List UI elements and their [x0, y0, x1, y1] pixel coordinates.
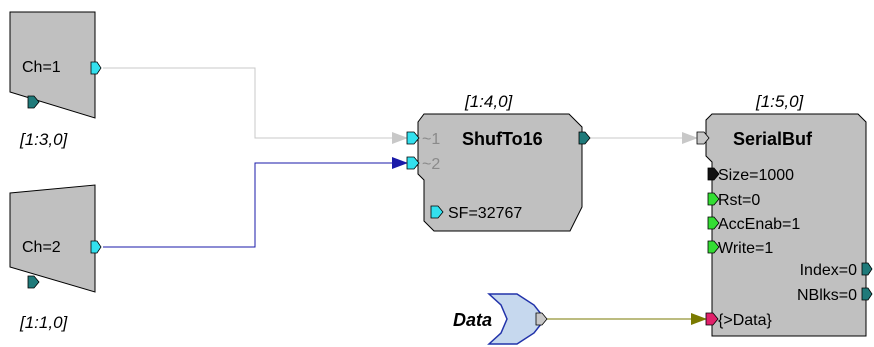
shufto16-input-2-label: ~2 [422, 156, 440, 173]
serialbuf-rst-port[interactable] [707, 192, 720, 206]
shufto16-input-port-1[interactable] [406, 131, 420, 145]
serialbuf-size-param: Size=1000 [718, 167, 794, 184]
serialbuf-body [705, 113, 867, 337]
channel-1-coord: [1:3,0] [19, 130, 69, 149]
data-tag-icon [487, 293, 546, 345]
shufto16-coord: [1:4,0] [464, 92, 514, 111]
serialbuf-main-input-port[interactable] [696, 131, 710, 145]
serialbuf-nblks-output: NBlks=0 [797, 287, 857, 304]
serialbuf-accenab-param: AccEnab=1 [718, 216, 800, 233]
shufto16-input-1-label: ~1 [422, 131, 440, 148]
channel-input-icon [9, 11, 96, 119]
serialbuf-coord: [1:5,0] [755, 92, 805, 111]
channel-1-label: Ch=1 [22, 59, 61, 76]
data-tag-label: Data [453, 310, 492, 330]
wire-ch1-to-shuf[interactable] [103, 67, 408, 144]
shufto16-output-port[interactable] [578, 131, 591, 145]
wires [103, 67, 707, 325]
serialbuf-rst-param: Rst=0 [718, 192, 760, 209]
channel-2-aux-port[interactable] [27, 275, 40, 289]
serialbuf-write-param: Write=1 [718, 240, 773, 257]
serialbuf-nblks-port[interactable] [861, 287, 873, 301]
channel-2-block[interactable]: Ch=2 [1:1,0] [9, 184, 102, 332]
serialbuf-index-port[interactable] [861, 262, 873, 276]
channel-2-label: Ch=2 [22, 239, 61, 256]
serialbuf-data-input-port[interactable] [705, 312, 719, 326]
data-tag-output-port[interactable] [535, 312, 548, 326]
channel-1-aux-port[interactable] [27, 95, 40, 109]
serialbuf-write-port[interactable] [707, 240, 720, 254]
shufto16-title: ShufTo16 [462, 129, 543, 149]
data-tag[interactable]: Data [453, 293, 548, 345]
wire-ch2-to-shuf[interactable] [103, 157, 408, 248]
shufto16-input-port-2[interactable] [406, 156, 420, 170]
channel-1-output-port[interactable] [90, 61, 102, 75]
shufto16-block[interactable]: [1:4,0] ShufTo16 ~1 ~2 SF=32767 [406, 92, 591, 232]
serialbuf-accenab-port[interactable] [707, 216, 720, 230]
channel-2-output-port[interactable] [90, 240, 102, 254]
serialbuf-title: SerialBuf [733, 129, 813, 149]
channel-input-icon [9, 184, 96, 293]
serialbuf-index-output: Index=0 [800, 262, 857, 279]
serialbuf-block[interactable]: [1:5,0] SerialBuf Size=1000 Rst=0 AccEna… [696, 92, 873, 337]
channel-2-coord: [1:1,0] [19, 313, 69, 332]
serialbuf-data-input-label: {>Data} [718, 312, 772, 329]
shufto16-sf-param: SF=32767 [448, 205, 522, 222]
serialbuf-size-port[interactable] [707, 167, 720, 181]
shufto16-sf-port[interactable] [430, 205, 444, 219]
shufto16-body [417, 113, 583, 232]
channel-1-block[interactable]: Ch=1 [1:3,0] [9, 11, 102, 149]
